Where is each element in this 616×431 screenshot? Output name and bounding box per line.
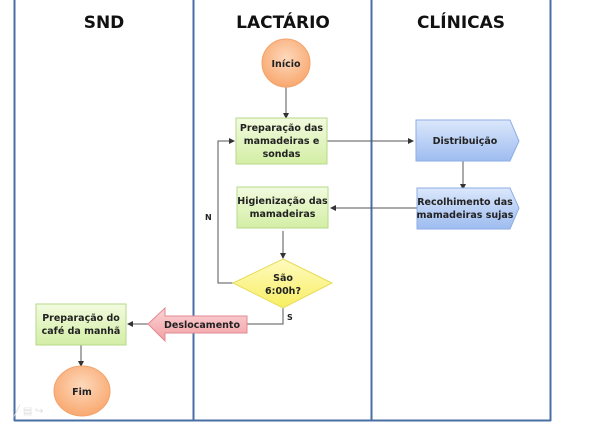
transport-arrow: [147, 306, 248, 343]
prep-bottles-line-3: sondas: [263, 149, 301, 160]
lane-title-lactario: LACTÁRIO: [236, 11, 330, 33]
edge-decision-no-loop: [217, 138, 235, 284]
start-label: Início: [272, 59, 301, 70]
prep-bottles-line-2: mamadeiras e: [244, 136, 320, 147]
node-prep-bottles[interactable]: Preparação das mamadeiras e sondas: [235, 117, 328, 165]
decision-diamond: [231, 258, 334, 309]
node-collection[interactable]: Recolhimento das mamadeiras sujas: [416, 187, 520, 230]
breakfast-line-2: café da manhã: [42, 326, 121, 337]
node-decision[interactable]: São 6:00h?: [231, 258, 334, 309]
collection-shape: [416, 187, 520, 230]
connectors: N S: [78, 87, 466, 367]
node-end[interactable]: Fim: [53, 365, 111, 417]
distribution-shape: [415, 119, 520, 162]
decision-line-2: 6:00h?: [265, 286, 301, 297]
decision-line-1: São: [273, 273, 293, 284]
collection-line-1: Recolhimento das: [417, 197, 513, 208]
cleaning-line-1: Higienização das: [237, 196, 328, 207]
edge-decision-yes: [247, 308, 284, 325]
node-start[interactable]: Início: [261, 38, 311, 88]
transport-label: Deslocamento: [164, 320, 240, 331]
distribution-label: Distribuição: [433, 136, 498, 147]
lane-title-snd: SND: [84, 13, 125, 33]
node-breakfast[interactable]: Preparação do café da manhã: [35, 303, 127, 346]
prep-bottles-line-1: Preparação das: [240, 123, 323, 134]
cleaning-box: [236, 186, 329, 229]
prep-bottles-box: [235, 117, 328, 165]
end-label: Fim: [72, 387, 92, 398]
breakfast-line-1: Preparação do: [42, 313, 120, 324]
node-transport[interactable]: Deslocamento: [147, 306, 248, 343]
edge-label-no: N: [205, 213, 212, 222]
node-cleaning[interactable]: Higienização das mamadeiras: [236, 186, 329, 229]
pen-icon: ╱: [14, 406, 21, 417]
breakfast-box: [35, 303, 127, 346]
node-distribution[interactable]: Distribuição: [415, 119, 520, 162]
edge-label-yes: S: [287, 313, 293, 322]
arrow-icon: ↪: [35, 406, 44, 417]
collection-line-2: mamadeiras sujas: [417, 210, 514, 221]
menu-icon: ▤: [22, 406, 33, 417]
start-circle: [261, 38, 311, 88]
swimlanes: SND LACTÁRIO CLÍNICAS: [13, 0, 552, 422]
end-circle: [53, 365, 111, 417]
faded-toolbar-icons: ╱ ▤ ↪: [14, 406, 43, 417]
cleaning-line-2: mamadeiras: [250, 209, 316, 220]
lane-title-clinicas: CLÍNICAS: [417, 11, 505, 33]
